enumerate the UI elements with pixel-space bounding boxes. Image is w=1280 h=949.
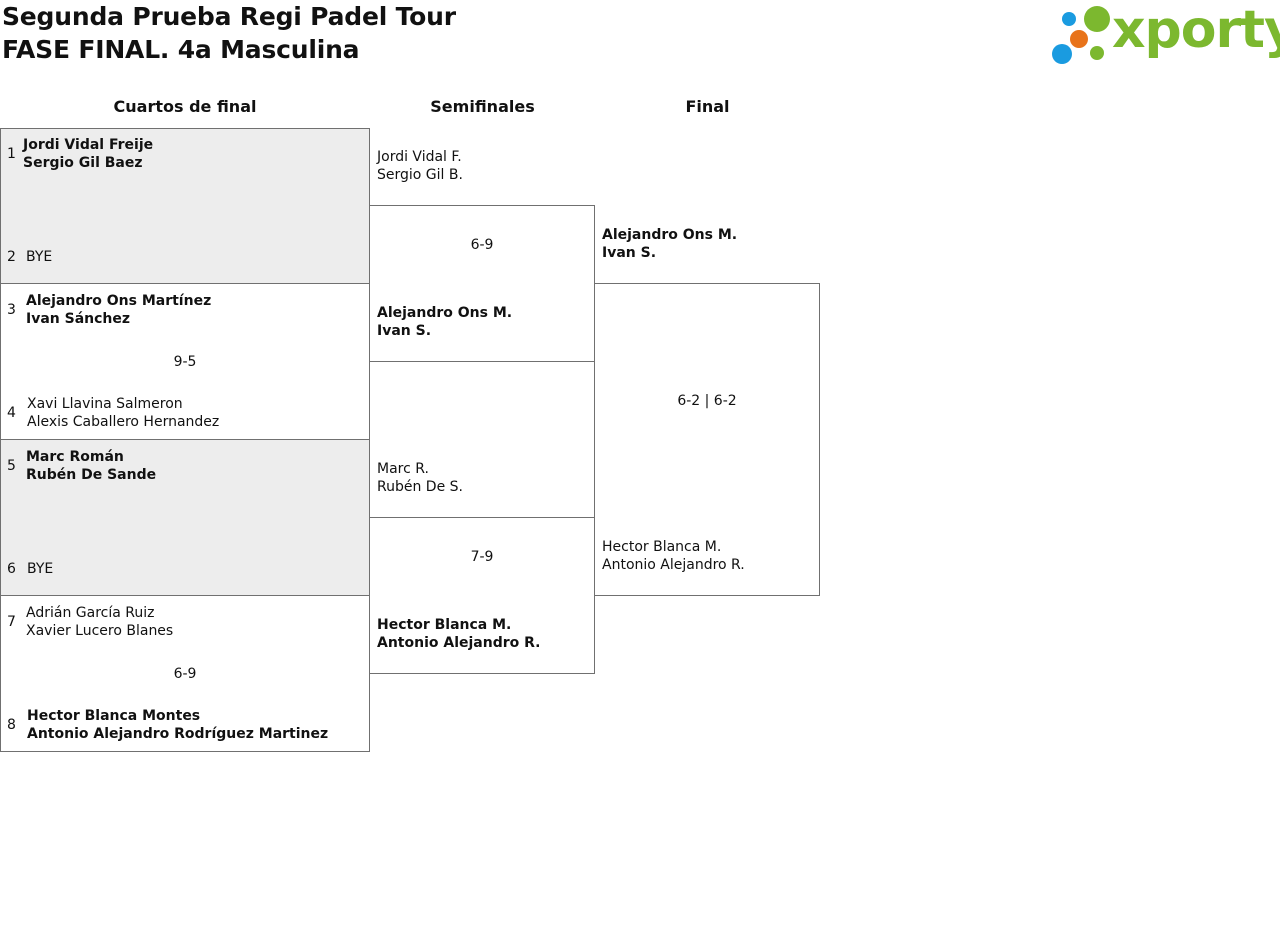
seed-number: 6 [7,561,16,577]
seed-number: 2 [7,249,16,265]
seed-number: 1 [7,146,16,162]
team-player: Adrián García Ruiz [26,605,155,621]
team-player: Xavi Llavina Salmeron [27,396,183,412]
team-player: Ivan S. [602,245,657,261]
team-player: Antonio Alejandro R. [602,557,745,573]
team-player: BYE [27,561,54,577]
match-score: 9-5 [173,354,197,370]
match-score: 7-9 [470,549,494,565]
logo-green-dot-small [1090,46,1104,60]
logo-blue-dot [1052,44,1072,64]
team-player: Marc Román [26,449,124,465]
final-match [594,283,820,596]
team-player: BYE [26,249,53,265]
team-player: Sergio Gil B. [377,167,463,183]
team-player: Marc R. [377,461,429,477]
team-player: Hector Blanca M. [377,617,512,633]
team-player: Rubén De S. [377,479,463,495]
round-header-final: Final [685,97,730,116]
team-player: Alejandro Ons Martínez [26,293,212,309]
team-player: Alejandro Ons M. [377,305,513,321]
round-header-semis: Semifinales [430,97,535,116]
seed-number: 3 [7,302,16,318]
team-player: Sergio Gil Baez [23,155,143,171]
match-score: 6-2 | 6-2 [677,393,737,409]
team-player: Hector Blanca M. [602,539,722,555]
team-player: Jordi Vidal F. [377,149,462,165]
quarterfinal-match-3 [0,439,370,596]
tournament-title: Segunda Prueba Regi Padel Tour [2,2,456,31]
team-player: Jordi Vidal Freije [23,137,154,153]
team-player: Antonio Alejandro R. [377,635,541,651]
round-header-quarters: Cuartos de final [113,97,257,116]
team-player: Alexis Caballero Hernandez [27,414,220,430]
logo-green-dot [1084,6,1110,32]
seed-number: 4 [7,405,16,421]
team-player: Alejandro Ons M. [602,227,738,243]
seed-number: 7 [7,614,16,630]
logo-orange-dot [1070,30,1088,48]
match-score: 6-9 [470,237,494,253]
team-player: Hector Blanca Montes [27,708,201,724]
logo-wordmark: xporty [1112,0,1280,60]
match-score: 6-9 [173,666,197,682]
seed-number: 8 [7,717,16,733]
xporty-logo: xporty [1050,0,1280,66]
logo-blue-dot-small [1062,12,1076,26]
team-player: Rubén De Sande [26,467,157,483]
team-player: Xavier Lucero Blanes [26,623,174,639]
team-player: Antonio Alejandro Rodríguez Martinez [27,726,329,742]
phase-title: FASE FINAL. 4a Masculina [2,35,360,64]
team-player: Ivan S. [377,323,432,339]
seed-number: 5 [7,458,16,474]
team-player: Ivan Sánchez [26,311,131,327]
quarterfinal-match-1 [0,128,370,284]
